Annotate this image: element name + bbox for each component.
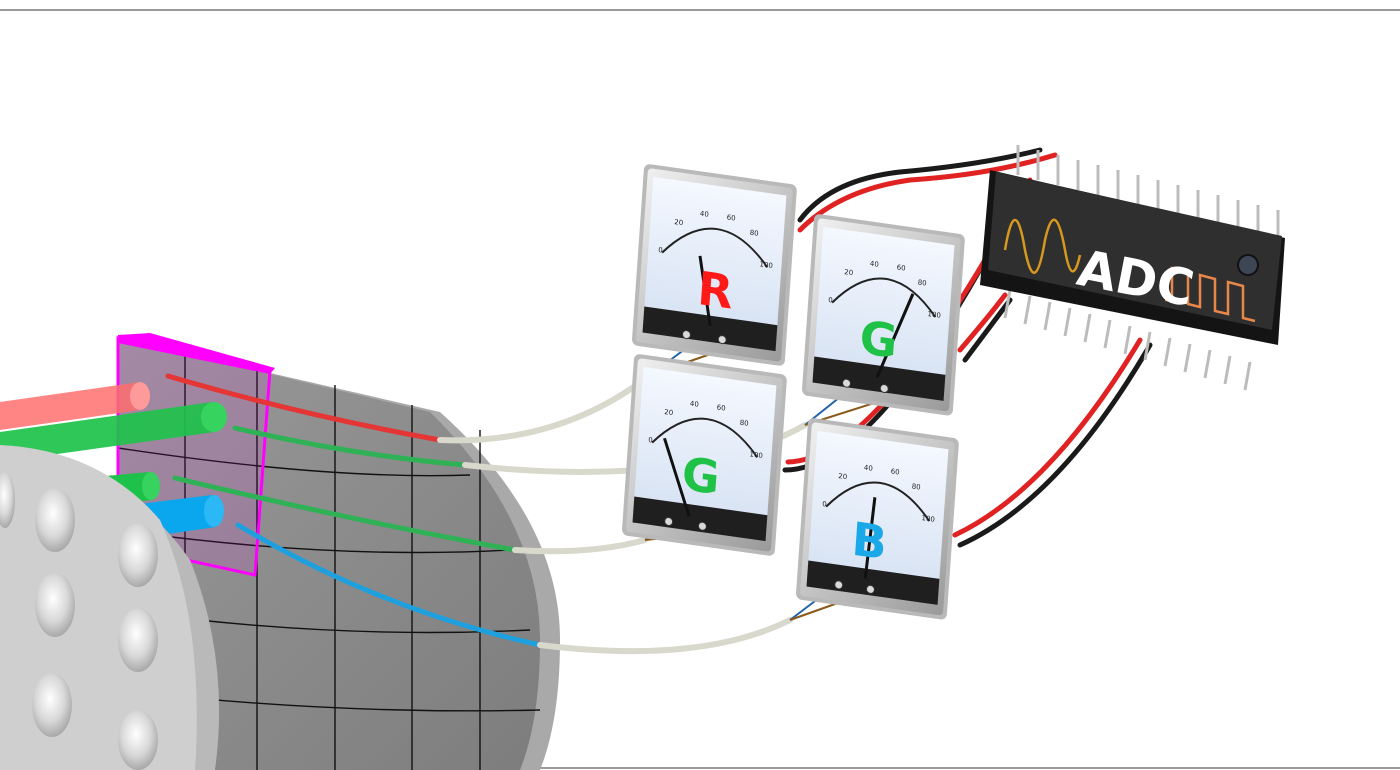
green-beam-1 [0, 402, 215, 462]
adc-chip: ADC [980, 145, 1285, 391]
svg-text:80: 80 [917, 278, 926, 287]
svg-text:100: 100 [749, 450, 763, 460]
chip-pins-bottom [1003, 289, 1252, 391]
led-domes [0, 472, 158, 770]
analog-wave [1003, 218, 1082, 274]
meter-r-letter: R [696, 261, 735, 320]
svg-text:60: 60 [726, 213, 735, 222]
svg-text:60: 60 [896, 263, 905, 272]
svg-text:80: 80 [749, 229, 758, 238]
meter-g-1-letter: G [858, 310, 899, 369]
svg-text:60: 60 [890, 467, 899, 476]
svg-text:20: 20 [674, 218, 683, 227]
chip-pins-top [1016, 145, 1280, 240]
meter-g-1: 0 20 40 60 80 100 G [802, 214, 965, 416]
svg-text:40: 40 [690, 400, 699, 409]
svg-text:20: 20 [838, 472, 847, 481]
svg-text:0: 0 [658, 246, 663, 255]
svg-text:40: 40 [864, 464, 873, 473]
digital-wave [1165, 266, 1256, 323]
meter-g-2-letter: G [680, 446, 721, 505]
svg-text:60: 60 [716, 403, 725, 412]
chip-notch [1237, 254, 1259, 276]
red-beam [0, 382, 140, 430]
svg-text:0: 0 [648, 436, 653, 445]
svg-text:100: 100 [759, 260, 773, 270]
svg-text:80: 80 [911, 482, 920, 491]
svg-text:20: 20 [844, 268, 853, 277]
svg-text:20: 20 [664, 408, 673, 417]
svg-text:40: 40 [700, 210, 709, 219]
svg-text:0: 0 [822, 500, 827, 509]
svg-text:100: 100 [921, 514, 935, 524]
meter-b: 0 20 40 60 80 100 B [796, 418, 959, 620]
sensor-traces [165, 373, 543, 648]
svg-text:40: 40 [870, 260, 879, 269]
lens-assembly [0, 445, 220, 770]
svg-text:80: 80 [739, 419, 748, 428]
meter-b-letter: B [850, 512, 889, 571]
meter-r: 0 20 40 60 80 100 R [632, 164, 797, 366]
svg-text:100: 100 [927, 310, 941, 320]
svg-text:0: 0 [828, 296, 833, 305]
meter-g-2: 0 20 40 60 80 100 G [622, 354, 787, 556]
